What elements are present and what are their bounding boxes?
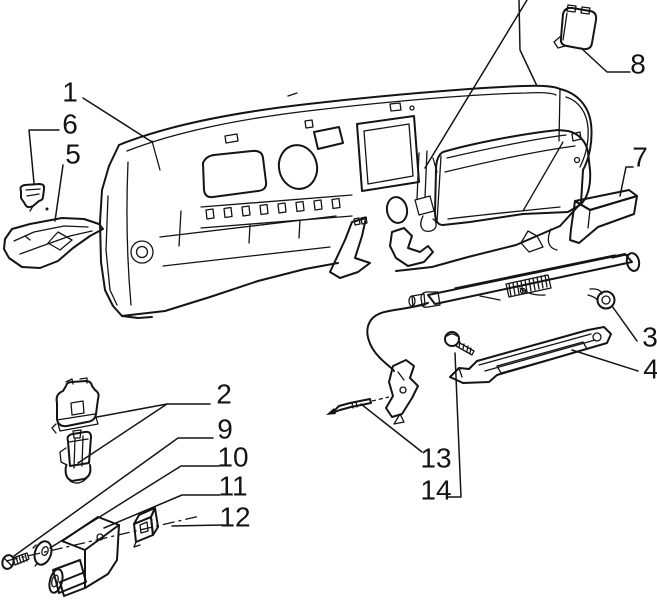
cropped-leader-line (518, 0, 538, 87)
part-dashboard (99, 84, 593, 319)
leader-line-12 (171, 524, 223, 527)
leader-line-13 (360, 403, 423, 453)
callout-label-3: 3 (642, 322, 657, 353)
part-washer (32, 540, 53, 567)
callout-label-13: 13 (420, 443, 451, 474)
leader-line-8 (580, 47, 631, 73)
part-screw-14 (444, 331, 475, 356)
part-left-trim-panel (3, 217, 104, 269)
leader-line-2 (96, 403, 211, 418)
leader-line-11 (103, 494, 221, 529)
callout-label-10: 10 (217, 442, 248, 473)
leader-line-5 (54, 164, 64, 222)
part-ignition-switch (51, 377, 100, 434)
leader-line-7 (619, 166, 634, 197)
leader-line-6 (28, 129, 60, 184)
callout-label-8: 8 (630, 49, 646, 80)
leader-line-1 (82, 97, 153, 143)
callout-label-9: 9 (217, 414, 233, 445)
leader-line-10 (49, 465, 220, 549)
callout-label-2: 2 (216, 379, 232, 410)
part-bracket (48, 516, 120, 597)
leader-line-3 (611, 305, 638, 342)
callout-label-12: 12 (219, 502, 250, 533)
part-lock-cylinder (59, 429, 92, 484)
callout-label-6: 6 (62, 109, 78, 140)
leader-line-9 (13, 437, 214, 557)
callout-label-7: 7 (632, 142, 648, 173)
part-slide-tray (449, 326, 612, 384)
part-right-trim-panel (569, 189, 638, 244)
leader-line-14 (447, 352, 462, 498)
part-clip (19, 183, 49, 212)
part-switch-block (133, 507, 159, 548)
callout-label-1: 1 (62, 77, 78, 108)
part-cable-assembly (366, 252, 641, 425)
part-control-rod (326, 396, 390, 415)
cropped-leader-line (424, 0, 528, 169)
part-cap (553, 4, 598, 51)
callout-label-11: 11 (218, 471, 247, 502)
callout-label-5: 5 (65, 139, 81, 170)
leader-line-4 (571, 349, 639, 372)
part-screw-9 (1, 552, 30, 570)
leader-line-2 (77, 403, 168, 464)
callout-label-4: 4 (643, 354, 657, 385)
callout-label-14: 14 (420, 475, 451, 506)
